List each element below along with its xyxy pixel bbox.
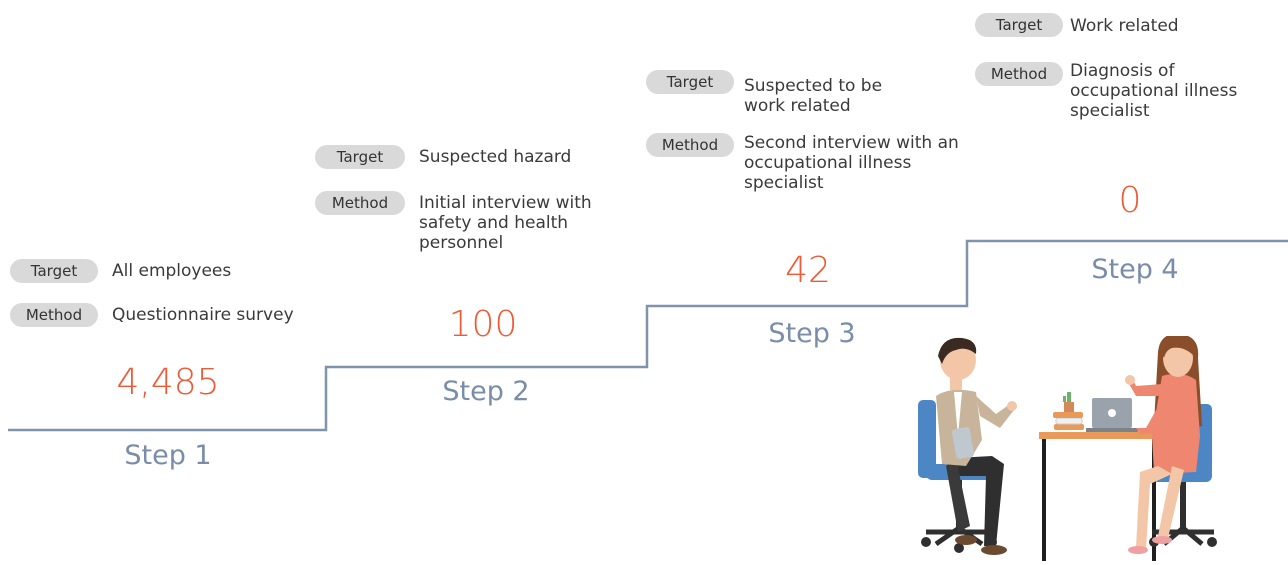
target-text: Suspected hazard xyxy=(419,147,572,167)
step-count: 42 xyxy=(785,250,831,291)
step-label: Step 1 xyxy=(124,440,212,471)
cactus-icon xyxy=(1063,392,1074,412)
method-badge: Method xyxy=(975,62,1063,86)
step-count: 4,485 xyxy=(116,362,220,403)
laptop-icon xyxy=(1086,398,1138,432)
step-label: Step 2 xyxy=(442,376,530,407)
target-text: All employees xyxy=(112,261,232,281)
step-label: Step 3 xyxy=(768,318,856,349)
target-badge: Target xyxy=(315,145,405,169)
target-badge: Target xyxy=(646,70,734,94)
method-text: Initial interview with safety and health… xyxy=(419,193,592,253)
target-text: Suspected to be work related xyxy=(744,76,883,116)
man-seated-icon xyxy=(918,337,1017,555)
method-text: Questionnaire survey xyxy=(112,305,294,325)
desk-icon xyxy=(1039,432,1159,561)
method-badge: Method xyxy=(646,133,734,157)
target-text: Work related xyxy=(1070,16,1179,36)
method-text: Diagnosis of occupational illness specia… xyxy=(1070,61,1238,121)
target-badge: Target xyxy=(10,259,98,283)
books-icon xyxy=(1053,412,1084,430)
method-badge: Method xyxy=(315,191,405,215)
step-label: Step 4 xyxy=(1091,254,1179,285)
target-badge: Target xyxy=(975,13,1063,37)
method-text: Second interview with an occupational il… xyxy=(744,133,959,193)
woman-seated-icon xyxy=(1125,336,1217,554)
step-count: 100 xyxy=(448,304,518,345)
consultation-illustration xyxy=(918,336,1217,561)
step-count: 0 xyxy=(1118,180,1142,221)
method-badge: Method xyxy=(10,303,98,327)
